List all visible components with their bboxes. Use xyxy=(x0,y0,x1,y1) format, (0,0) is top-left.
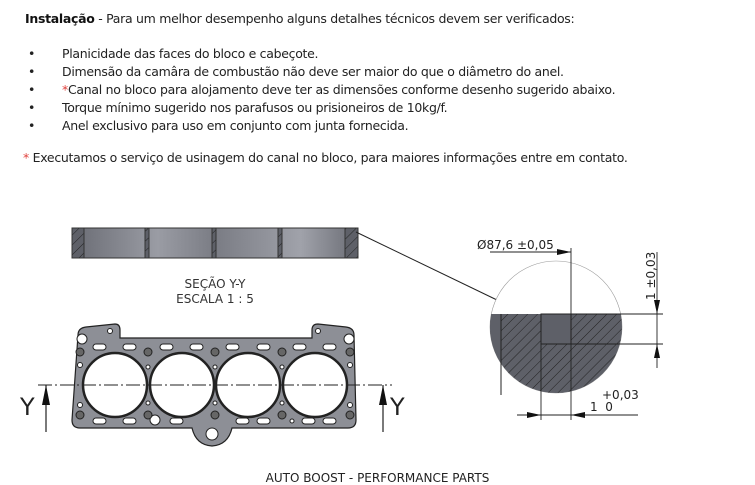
intro-text: - Para um melhor desempenho alguns detal… xyxy=(94,11,575,26)
section-scale: ESCALA 1 : 5 xyxy=(176,292,254,306)
list-item: Dimensão da camâra de combustão não deve… xyxy=(25,63,615,81)
intro-bold: Instalação xyxy=(25,11,95,26)
list-item: *Canal no bloco para alojamento deve ter… xyxy=(25,81,616,99)
footer-brand: AUTO BOOST - PERFORMANCE PARTS xyxy=(265,471,490,485)
width-dimension: 1 0 xyxy=(590,400,613,414)
section-mark-left: Y xyxy=(19,393,35,421)
intro-paragraph: Instalação - Para um melhor desempenho a… xyxy=(25,11,575,26)
section-mark-right: Y xyxy=(389,393,405,421)
list-item: Anel exclusivo para uso em conjunto com … xyxy=(25,117,615,135)
service-note: * Executamos o serviço de usinagem do ca… xyxy=(23,150,628,165)
section-title: SEÇÃO Y-Y xyxy=(185,276,247,291)
width-tolerance: +0,03 xyxy=(602,388,639,402)
section-view xyxy=(71,227,498,301)
depth-dimension: 1 ±0,03 xyxy=(644,252,658,300)
diameter-dimension: Ø87,6 ±0,05 xyxy=(477,238,554,252)
list-item: Planicidade das faces do bloco e cabeçot… xyxy=(25,45,615,63)
list-item: Torque mínimo sugerido nos parafusos ou … xyxy=(25,99,615,117)
gasket-plan-view xyxy=(38,323,392,447)
section-arrow-left xyxy=(42,385,50,432)
requirements-list: Planicidade das faces do bloco e cabeçot… xyxy=(25,45,616,135)
section-arrow-right xyxy=(379,385,387,432)
